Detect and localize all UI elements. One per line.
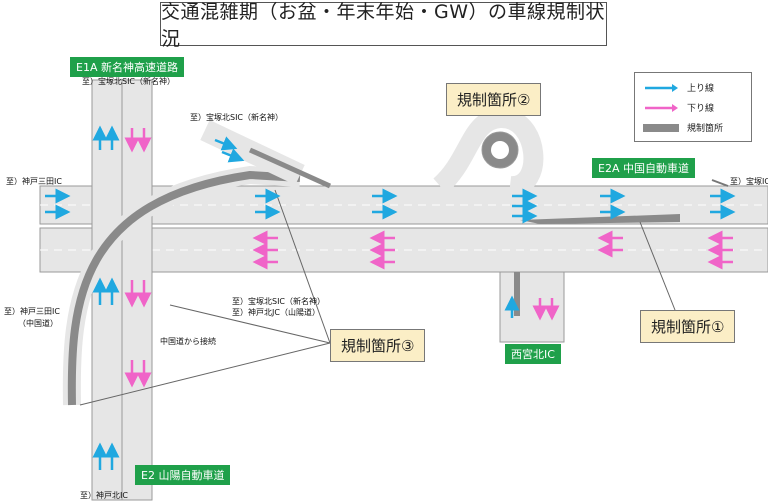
route-sign-e2a: E2A 中国自動車道 (592, 158, 695, 178)
label-takarazuka-mid: 至）宝塚北SIC（新名神） (190, 113, 284, 122)
route-sign-nishinomiya: 西宮北IC (505, 344, 561, 364)
label-kobe-sanda: 至）神戸三田IC (6, 177, 62, 186)
label-kobe-sanda-chugoku-1: 至）神戸三田IC (4, 307, 60, 316)
legend-down-label: 下り線 (687, 104, 715, 114)
route-sign-e1a: E1A 新名神高速道路 (70, 57, 184, 77)
legend-restricted: 規制箇所 (643, 121, 723, 134)
callout-restriction-2: 規制箇所② (446, 83, 542, 116)
label-from-chugoku: 中国道から接続 (160, 337, 216, 346)
legend: 上り線 下り線 規制箇所 (634, 72, 752, 142)
legend-up: 上り線 (643, 81, 714, 94)
legend-restricted-label: 規制箇所 (687, 124, 724, 134)
down-arrow-icon (645, 103, 678, 112)
page-title: 交通混雑期（お盆・年末年始・GW）の車線規制状況 (160, 1, 607, 50)
callout-restriction-1: 規制箇所① (640, 310, 736, 343)
restricted-swatch-icon (643, 123, 679, 132)
label-takarazuka-top: 至）宝塚北SIC（新名神） (82, 77, 176, 86)
label-down-ramp-1: 至）宝塚北SIC（新名神） (232, 297, 326, 306)
route-sign-e2: E2 山陽自動車道 (135, 465, 231, 485)
legend-up-label: 上り線 (687, 84, 715, 94)
callout-restriction-3: 規制箇所③ (330, 329, 426, 362)
label-kobe-sanda-chugoku-2: （中国道） (18, 319, 58, 328)
legend-down: 下り線 (643, 101, 714, 114)
label-takarazuka-right: 至）宝塚IC (730, 177, 768, 186)
label-down-ramp-2: 至）神戸北JC（山陽道） (232, 308, 320, 317)
up-arrow-icon (645, 83, 678, 92)
label-kobe-kita: 至）神戸北IC (80, 491, 128, 500)
